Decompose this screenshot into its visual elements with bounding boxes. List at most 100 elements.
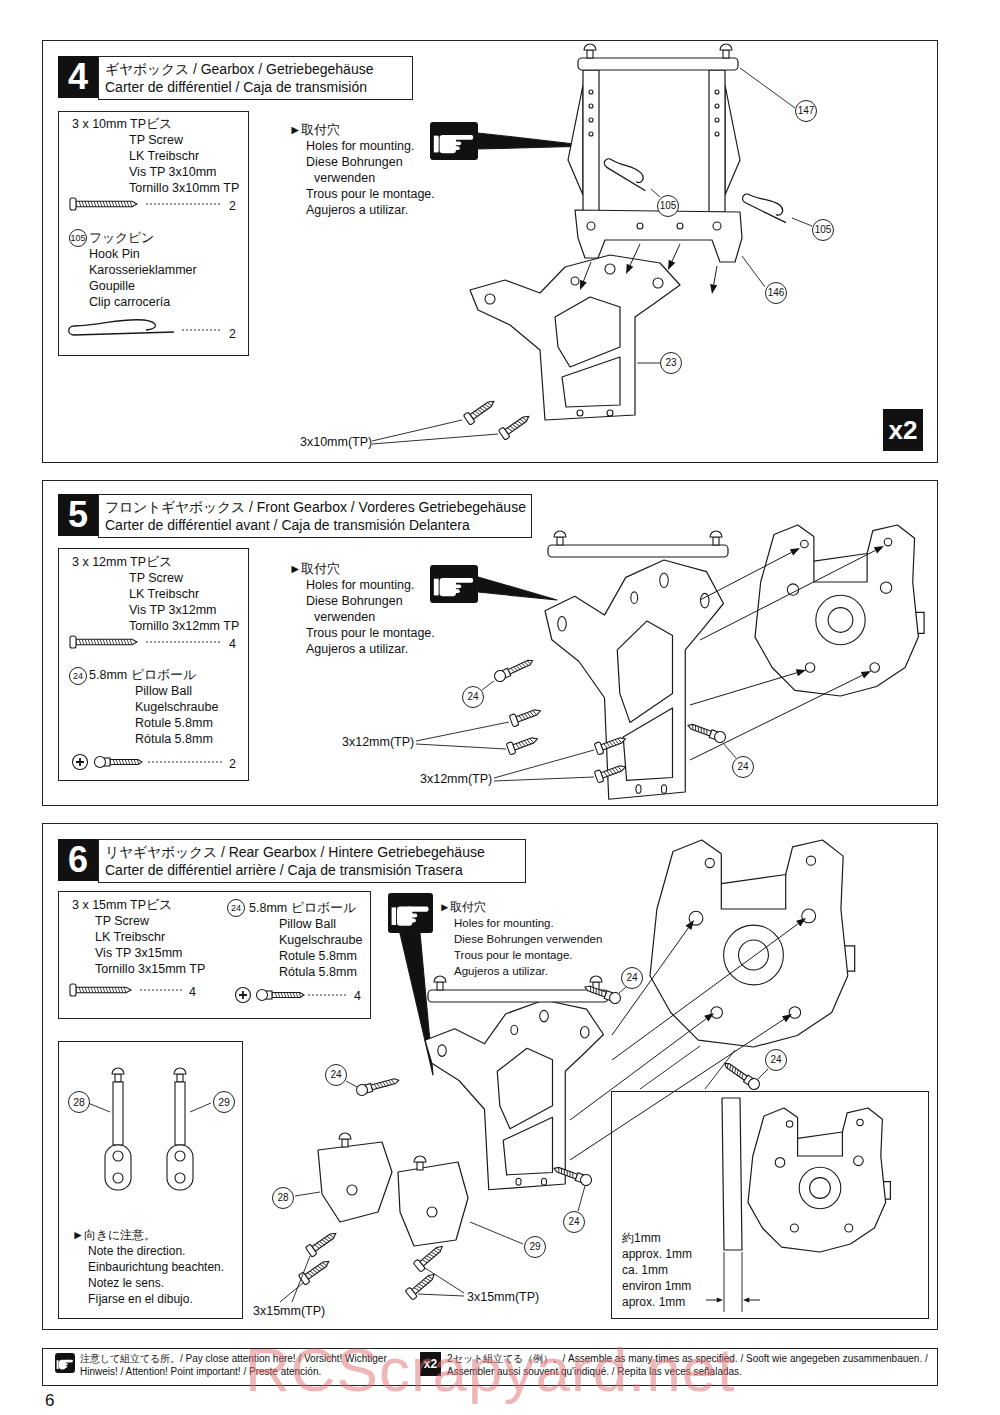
part-text: Goupille	[89, 278, 135, 294]
leader-line	[637, 363, 660, 364]
screw-thread	[516, 738, 534, 749]
tower-cutout	[555, 297, 620, 367]
hook-pin-drawing	[69, 320, 174, 335]
ball-shank	[508, 659, 534, 675]
step-title: ギヤボックス / Gearbox / Getriebegehäuse	[105, 60, 373, 78]
note-text: ►取付穴	[439, 899, 486, 915]
mount-hole	[175, 1151, 185, 1161]
screw-head	[405, 1287, 417, 1300]
part-text: TP Screw	[95, 913, 149, 929]
note-text: Agujeros a utilizar.	[306, 641, 408, 657]
part-text: LK Treibschr	[129, 586, 199, 602]
tower-outline	[470, 255, 680, 420]
screw-shank	[312, 1231, 337, 1251]
tower-cutout	[497, 1048, 552, 1129]
hand-finger	[452, 589, 460, 593]
detail-inset: 2829►向きに注意。Note the direction.Einbaurich…	[58, 1041, 243, 1319]
leader-line	[494, 777, 594, 781]
gearbox-hole	[786, 1121, 792, 1127]
gearbox-hole	[775, 1158, 785, 1168]
gearbox-hole	[724, 925, 784, 985]
mounting-hole	[577, 410, 583, 416]
note-text: Holes for mounting.	[454, 915, 554, 931]
gearbox-hole	[854, 1156, 864, 1166]
screw-drawing	[70, 984, 131, 996]
ball	[713, 730, 727, 744]
mounting-hole	[581, 1026, 590, 1038]
leader-line	[418, 1294, 464, 1296]
part-text: Vis TP 3x15mm	[95, 945, 183, 961]
body-post-dome	[720, 44, 732, 50]
part-text: Rótula 5.8mm	[135, 731, 213, 747]
leader-line	[494, 750, 594, 778]
screw-thread	[307, 1261, 327, 1277]
gearbox-edge	[798, 1132, 843, 1156]
step-number-box: 5	[58, 494, 98, 536]
watermark: RCScrapyard.net	[245, 1338, 736, 1402]
parts-list-box: 3 x 12mm TPビスTP ScrewLK TreibschrVis TP …	[58, 548, 249, 781]
screw-thread	[79, 639, 132, 645]
callout-number: 105	[812, 219, 834, 241]
part-text: TP Screw	[129, 570, 183, 586]
screw-drawing	[506, 733, 539, 755]
hand-finger	[450, 578, 473, 583]
mount-hole	[587, 222, 595, 230]
callout-number: 146	[765, 282, 787, 304]
mounting-hole	[653, 278, 663, 288]
arrow-head	[743, 1298, 749, 1303]
step-panel: ►取付穴Holes for mounting.Diese Bohrungen v…	[42, 480, 938, 806]
shock-tower-drawing	[425, 1000, 604, 1190]
hook-pin-wire	[603, 152, 653, 193]
step-number: 5	[58, 494, 98, 536]
mounting-hole	[631, 592, 638, 604]
callout-number: 147	[795, 100, 817, 122]
tower-side-view	[722, 1098, 742, 1250]
screw-drawing	[298, 1256, 332, 1285]
note-text: ►取付穴	[289, 122, 340, 138]
part-text: Clip carrocería	[89, 294, 170, 310]
gearbox-hole	[870, 663, 880, 673]
mount-plate	[167, 1145, 193, 1190]
part-text: 4	[189, 984, 196, 1000]
screw-head	[594, 742, 604, 755]
screw-head	[506, 742, 516, 755]
screw-thread	[472, 401, 492, 417]
dotted-line	[182, 330, 222, 331]
callout-number: 29	[524, 1236, 546, 1258]
parts-list-box: 3 x 15mm TPビスTP ScrewLK TreibschrVis TP …	[58, 891, 371, 1019]
leader-line	[425, 1268, 464, 1293]
body-post-dome	[584, 44, 596, 50]
step-panel: ►取付穴Holes for mounting.Diese Bohrungen v…	[42, 823, 938, 1330]
part-text: Rotule 5.8mm	[135, 715, 213, 731]
gearbox-outline	[650, 840, 848, 1047]
body-post-stem	[417, 1162, 423, 1170]
gearbox-hole	[845, 1224, 853, 1232]
part-text: 2	[229, 198, 236, 214]
screw-thread	[604, 738, 622, 749]
body-post-dome	[414, 1156, 426, 1162]
detail-inset: 約1mmapprox. 1mmca. 1mmenviron 1mmaprox. …	[611, 1091, 929, 1319]
icon-ground	[430, 122, 478, 160]
guide-line	[672, 244, 680, 261]
leader-line	[280, 1283, 303, 1302]
guide-line	[714, 266, 717, 285]
mounting-hole	[485, 294, 495, 304]
screw-drawing	[405, 1270, 438, 1300]
part-text: TP Screw	[129, 132, 183, 148]
ball-head-view	[73, 755, 88, 770]
screw-thread	[314, 1233, 334, 1249]
guide-line	[570, 1019, 784, 1160]
tower-cutout	[562, 357, 620, 407]
body-mount-bar	[578, 58, 738, 70]
screw-thread	[79, 201, 132, 207]
body-mount-base	[575, 210, 742, 262]
post-hole	[589, 90, 593, 94]
callout-number: 24	[563, 1211, 585, 1233]
arrow-head	[580, 280, 587, 290]
screw-shank	[76, 639, 137, 645]
screw-thread	[79, 987, 126, 993]
note-text: Trous pour le montage.	[306, 186, 435, 202]
leader-line	[578, 1186, 585, 1211]
screw-drawing	[498, 411, 532, 440]
